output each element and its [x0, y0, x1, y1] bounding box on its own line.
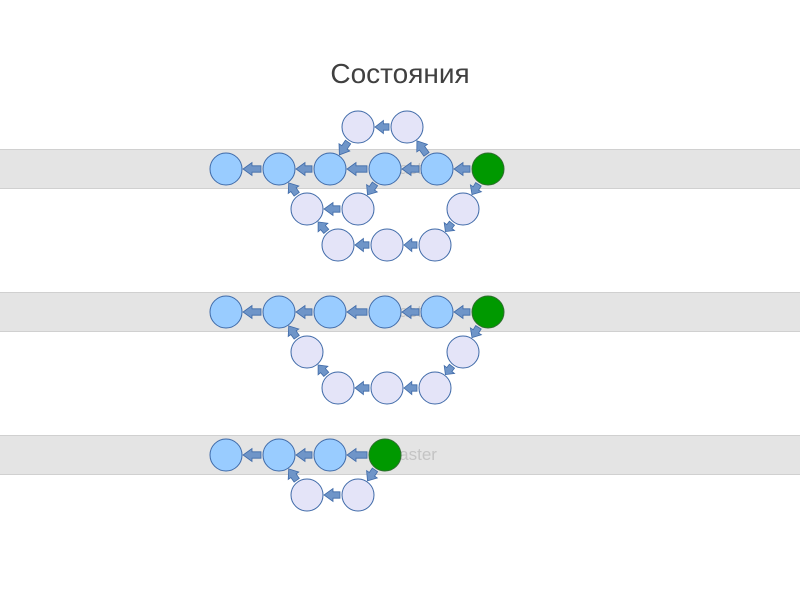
edge-arrow — [366, 181, 379, 196]
edge-arrow — [403, 380, 418, 396]
commit-node — [290, 478, 324, 512]
commit-node — [313, 438, 347, 472]
commit-node — [390, 110, 424, 144]
edge-arrow — [295, 304, 313, 320]
edge-arrow — [443, 363, 456, 376]
edge-arrow — [323, 487, 341, 503]
commit-node — [420, 295, 454, 329]
commit-node — [368, 152, 402, 186]
commit-node — [262, 438, 296, 472]
edge-arrow — [366, 467, 379, 482]
edge-arrow — [401, 161, 420, 177]
edge-arrow — [346, 447, 368, 463]
commit-node — [209, 152, 243, 186]
edge-arrow — [453, 304, 471, 320]
edge-arrow — [287, 325, 300, 340]
edge-arrow — [295, 161, 313, 177]
edge-arrow — [317, 221, 330, 234]
edge-arrow — [401, 304, 420, 320]
commit-node — [341, 478, 375, 512]
commit-node — [262, 295, 296, 329]
commit-node — [209, 438, 243, 472]
edge-arrow — [346, 304, 368, 320]
commit-node — [209, 295, 243, 329]
commit-node — [368, 295, 402, 329]
commit-node — [446, 335, 480, 369]
commit-node — [313, 152, 347, 186]
nodes-layer — [209, 110, 505, 512]
edge-arrow — [403, 237, 418, 253]
edge-arrow — [416, 140, 430, 157]
page-title: Состояния — [330, 58, 470, 89]
edge-arrow — [242, 304, 262, 320]
commit-node — [313, 295, 347, 329]
edge-arrow — [317, 364, 330, 377]
edge-arrow — [453, 161, 471, 177]
edge-arrow — [443, 220, 456, 233]
head-commit-node — [471, 152, 505, 186]
commit-node — [418, 228, 452, 262]
commit-node — [290, 335, 324, 369]
commit-node — [446, 192, 480, 226]
commit-node — [321, 228, 355, 262]
head-commit-node — [471, 295, 505, 329]
edge-arrow — [469, 182, 483, 196]
commit-node — [262, 152, 296, 186]
edge-arrow — [287, 182, 300, 197]
arrows-layer — [242, 119, 483, 503]
commit-node — [370, 228, 404, 262]
edge-arrow — [287, 468, 300, 483]
commit-node — [321, 371, 355, 405]
edge-arrow — [242, 447, 262, 463]
edge-arrow — [323, 201, 341, 217]
commit-node — [341, 110, 375, 144]
edge-arrow — [374, 119, 390, 135]
commit-node — [290, 192, 324, 226]
edge-arrow — [469, 325, 483, 339]
edge-arrow — [354, 237, 370, 253]
commit-node — [370, 371, 404, 405]
edge-arrow — [295, 447, 313, 463]
edge-arrow — [354, 380, 370, 396]
commit-node — [420, 152, 454, 186]
head-commit-node — [368, 438, 402, 472]
edge-arrow — [242, 161, 262, 177]
edge-arrow — [346, 161, 368, 177]
commit-node — [418, 371, 452, 405]
commit-node — [341, 192, 375, 226]
edge-arrow — [338, 139, 352, 156]
